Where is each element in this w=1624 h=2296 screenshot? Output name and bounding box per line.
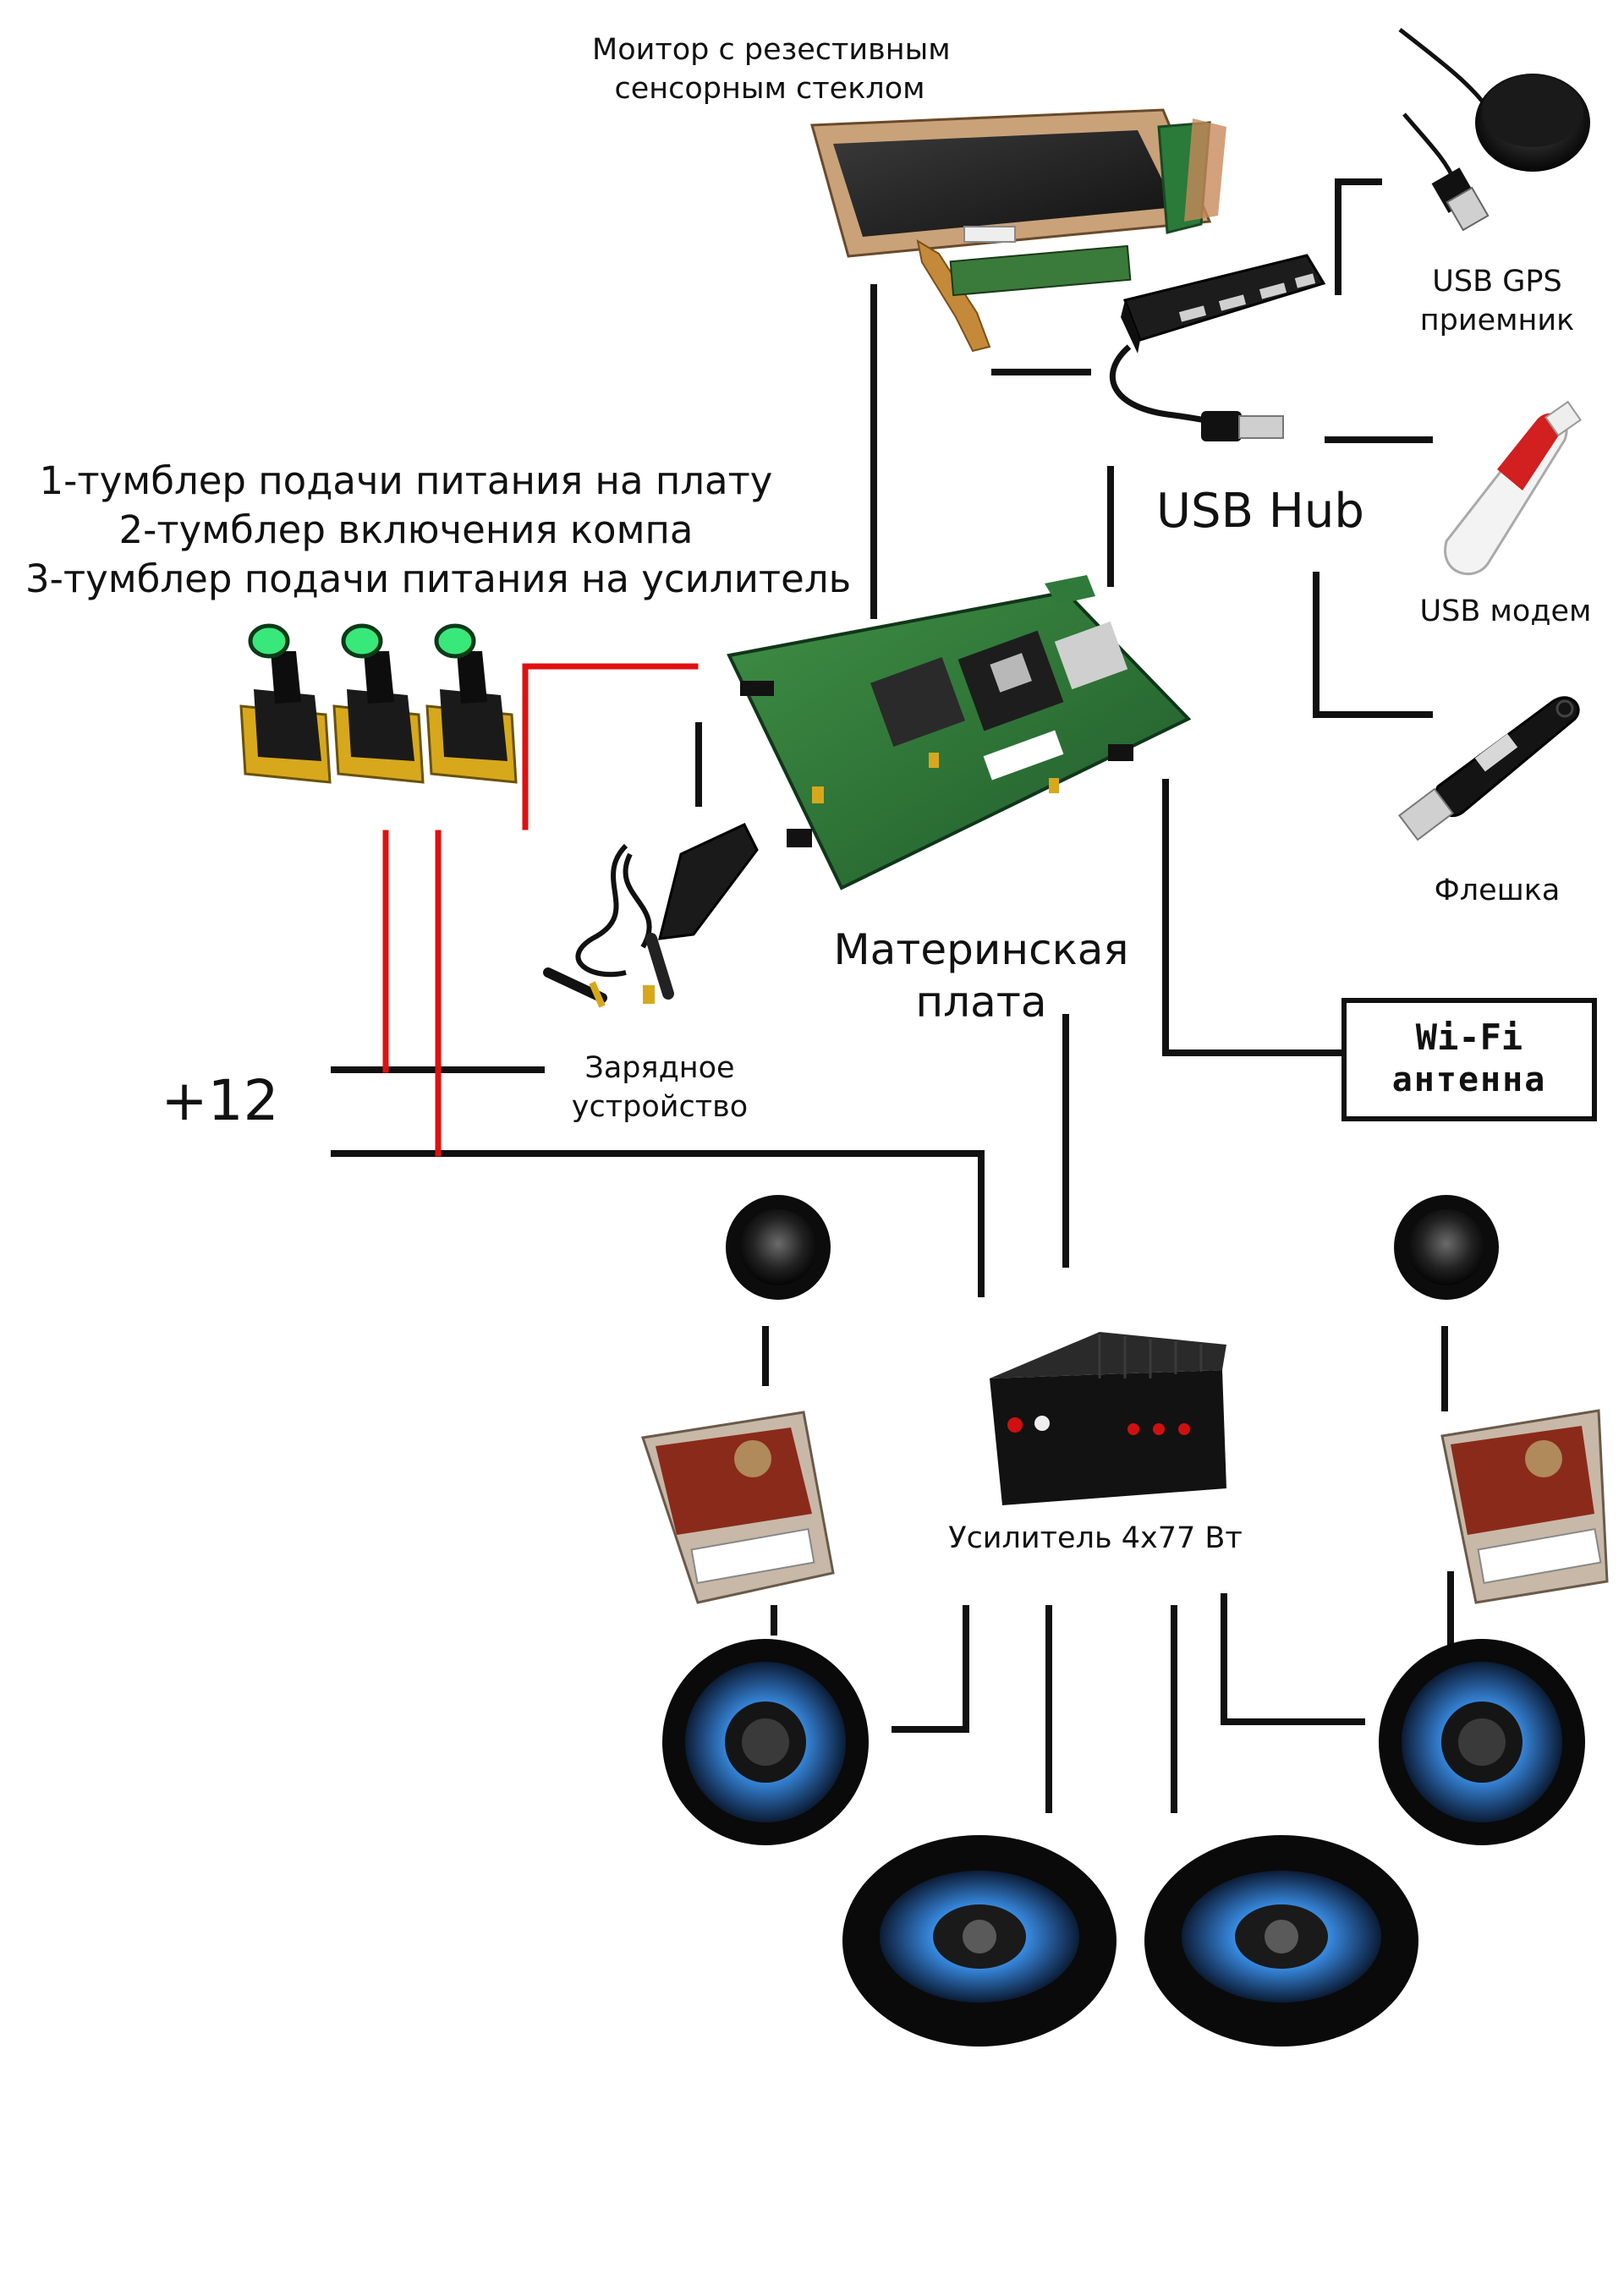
motherboard-icon xyxy=(727,575,1192,890)
toggle-switch-icon xyxy=(425,623,518,784)
amplifier-icon xyxy=(990,1332,1226,1505)
usb-gps-label: USB GPS приемник xyxy=(1396,262,1599,340)
wifi-antenna-box: Wi-Fi антенна xyxy=(1341,998,1597,1121)
touchscreen-monitor-icon xyxy=(810,108,1226,353)
oval-speaker-icon xyxy=(842,1835,1116,2047)
toggle-switches xyxy=(239,623,518,784)
usb-modem-label: USB модем xyxy=(1419,595,1592,628)
wifi-label-line2: антенна xyxy=(1391,1060,1547,1099)
motherboard-label-line1: Материнская xyxy=(833,925,1129,974)
monitor-label: Моитор с резестивным сенсорным стеклом xyxy=(592,30,951,108)
usb-hub-icon xyxy=(1109,254,1326,441)
wire-hub-gps xyxy=(1335,178,1382,295)
crossover-icon xyxy=(1440,1409,1609,1604)
gps-puck-icon xyxy=(1398,28,1590,232)
red-power-wires xyxy=(382,663,699,1157)
round-speaker-icon xyxy=(662,1639,869,1845)
flash-drive-icon xyxy=(1398,696,1580,841)
charger-label-line1: Зарядное xyxy=(584,1051,735,1085)
toggle-switch-icon xyxy=(239,623,332,784)
black-wires xyxy=(331,178,1454,1813)
wire-amp-right-woofer xyxy=(1221,1593,1365,1725)
wire-board-wifi xyxy=(1162,779,1345,1056)
tweeter-icon xyxy=(726,1195,831,1300)
toggles-legend-line2: 2-тумблер включения компа xyxy=(118,507,694,552)
monitor-label-line2: сенсорным стеклом xyxy=(614,72,925,106)
wire-amp-left-woofer xyxy=(892,1605,969,1733)
wifi-label-line1: Wi-Fi xyxy=(1415,1016,1523,1058)
car-charger-icon xyxy=(543,823,759,1008)
motherboard-label-line2: плата xyxy=(915,978,1047,1027)
motherboard-label: Материнская плата xyxy=(812,923,1150,1028)
red-wire-toggle3 xyxy=(522,663,699,830)
usb-modem-icon xyxy=(1444,400,1582,576)
oval-speaker-icon xyxy=(1144,1835,1418,2047)
monitor-label-line1: Моитор с резестивным xyxy=(592,33,951,67)
toggles-legend-line1: 1-тумблер подачи питания на плату xyxy=(39,458,773,503)
round-speaker-icon xyxy=(1379,1639,1585,1845)
flash-label: Флешка xyxy=(1434,874,1561,907)
crossover-icon xyxy=(641,1411,835,1604)
tweeter-icon xyxy=(1394,1195,1499,1300)
charger-label-line2: устройство xyxy=(571,1090,749,1124)
toggle-switch-icon xyxy=(332,623,425,784)
charger-label: Зарядное устройство xyxy=(541,1049,778,1126)
toggles-legend: 1-тумблер подачи питания на плату 2-тумб… xyxy=(25,457,852,604)
usb-gps-label-line1: USB GPS xyxy=(1432,265,1562,299)
toggles-legend-line3: 3-тумблер подачи питания на усилитель xyxy=(25,556,852,601)
plus12-label: +12 xyxy=(161,1068,279,1133)
wire-plus12-bottom xyxy=(331,1150,985,1297)
wire-hub-flash xyxy=(1313,572,1433,718)
amplifier-label: Усилитель 4х77 Вт xyxy=(948,1521,1243,1555)
usb-gps-label-line2: приемник xyxy=(1419,304,1575,337)
usb-hub-label: USB Hub xyxy=(1156,484,1364,539)
